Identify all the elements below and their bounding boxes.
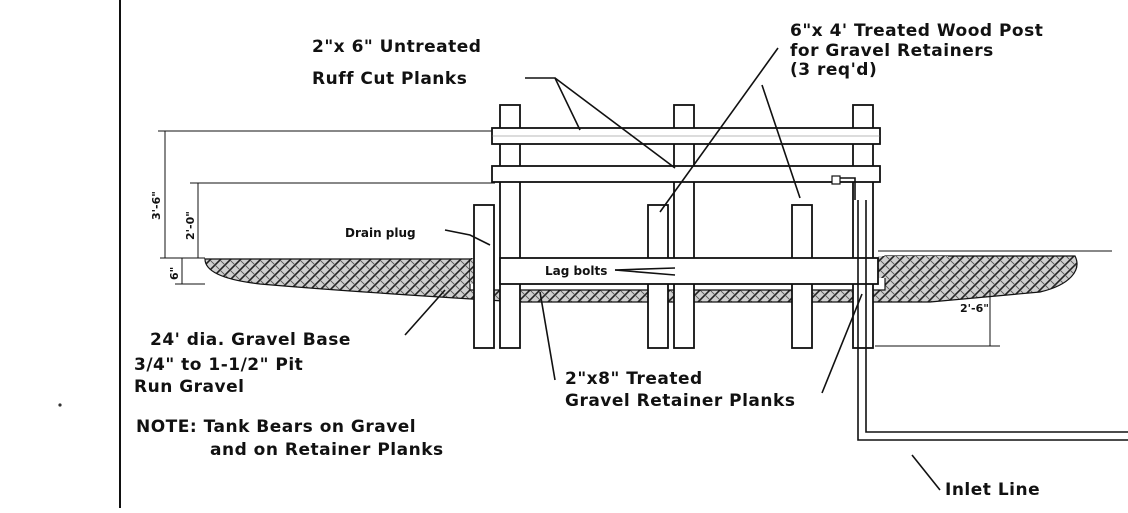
retainer-label-1: 2"x8" Treated (565, 369, 703, 389)
inlet-line-label: Inlet Line (945, 480, 1040, 500)
note-label-2: and on Retainer Planks (210, 440, 444, 460)
drain-plug-label: Drain plug (345, 226, 416, 240)
ruff-cut-planks (491, 127, 881, 183)
retainer-label-2: Gravel Retainer Planks (565, 391, 795, 411)
post-label-3: (3 req'd) (790, 60, 877, 80)
ruff-cut-label-2: Ruff Cut Planks (312, 69, 467, 89)
post-label-1: 6"x 4' Treated Wood Post (790, 21, 1043, 41)
dim-height-total: 3'-6" (150, 191, 163, 220)
dim-height-upper: 2'-0" (184, 211, 197, 240)
dim-height-base: 6" (168, 267, 181, 280)
dimension-lines (158, 130, 1000, 347)
post-label-2: for Gravel Retainers (790, 41, 994, 61)
leader-lines (404, 47, 941, 491)
inlet-pipe (857, 200, 1128, 441)
gravel-label-2: 3/4" to 1-1/2" Pit (134, 355, 303, 375)
ruff-cut-label-1: 2"x 6" Untreated (312, 37, 481, 57)
retainer-plank (499, 257, 879, 285)
gravel-label-1: 24' dia. Gravel Base (150, 330, 351, 350)
stray-dot (58, 403, 62, 407)
note-label-1: NOTE: Tank Bears on Gravel (136, 417, 416, 437)
lag-bolts-label: Lag bolts (545, 264, 607, 278)
dim-depth: 2'-6" (960, 302, 989, 315)
gravel-fill-right (878, 256, 948, 278)
inlet-pipe-inner (865, 200, 1128, 433)
gravel-label-3: Run Gravel (134, 377, 244, 397)
drain-fitting (835, 177, 856, 200)
